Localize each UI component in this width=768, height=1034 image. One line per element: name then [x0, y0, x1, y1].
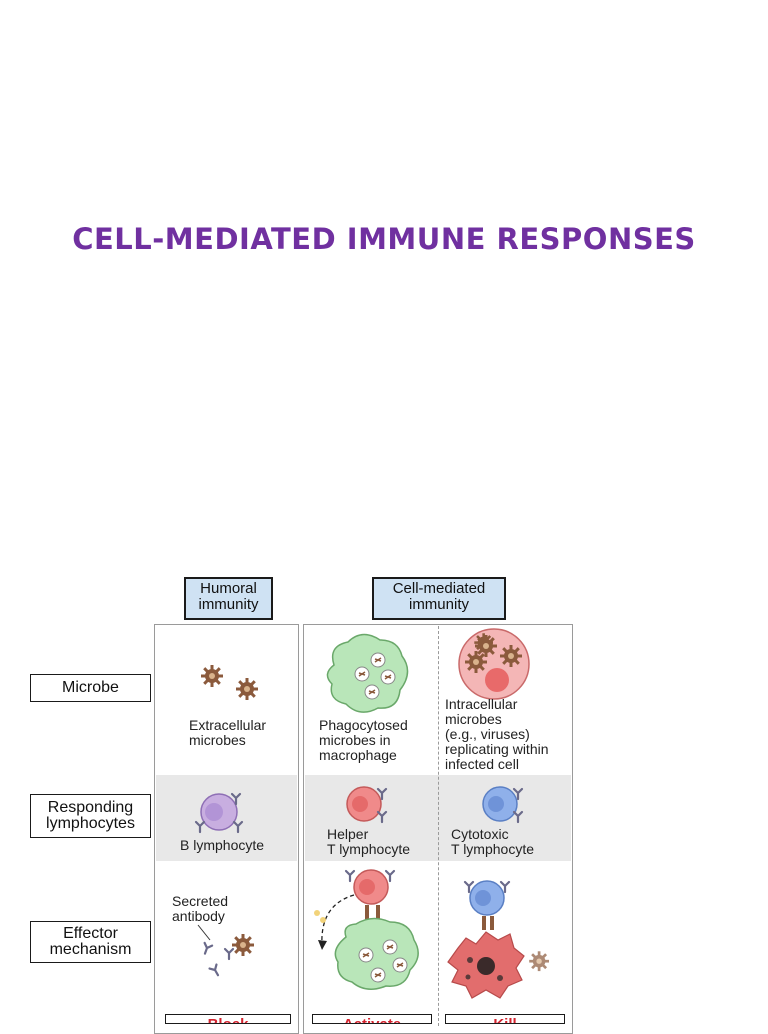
row-label-microbe: Microbe [30, 674, 151, 702]
function-label-kill: Kill [445, 1014, 565, 1024]
caption-extracellular-microbes: Extracellular microbes [189, 717, 267, 748]
cytotoxic-t-lymphocyte [482, 786, 524, 824]
cell-mediated-divider [438, 626, 439, 1026]
caption-helper-t-lymphocyte: Helper T lymphocyte [327, 826, 410, 857]
b-lymphocyte [194, 792, 244, 834]
extracellular-microbe [236, 678, 258, 700]
slide-title: CELL-MEDIATED IMMUNE RESPONSES [72, 222, 696, 256]
header-humoral-immunity: Humoral immunity [184, 577, 273, 620]
caption-b-lymphocyte: B lymphocyte [180, 837, 265, 853]
extracellular-microbe [201, 665, 223, 687]
caption-secreted-antibody: Secreted antibody [172, 893, 229, 924]
infected-cell [458, 628, 530, 700]
caption-cytotoxic-t-lymphocyte: Cytotoxic T lymphocyte [451, 826, 534, 857]
row-label-responding-lymphocytes: Responding lymphocytes [30, 794, 151, 838]
caption-phagocytosed-microbes: Phagocytosed microbes in macrophage [319, 717, 408, 763]
macrophage [326, 633, 409, 713]
cytotoxic-t-killing [447, 880, 549, 999]
helper-t-activation [314, 869, 419, 990]
function-label-activate: Activate [312, 1014, 432, 1024]
header-cell-mediated-immunity: Cell-mediated immunity [372, 577, 506, 620]
function-label-block: Block [165, 1014, 291, 1024]
row-label-effector-mechanism: Effector mechanism [30, 921, 151, 963]
caption-intracellular-microbes: Intracellular microbes (e.g., viruses) r… [445, 696, 549, 772]
helper-t-lymphocyte [346, 786, 388, 824]
secreted-antibodies [197, 924, 254, 979]
